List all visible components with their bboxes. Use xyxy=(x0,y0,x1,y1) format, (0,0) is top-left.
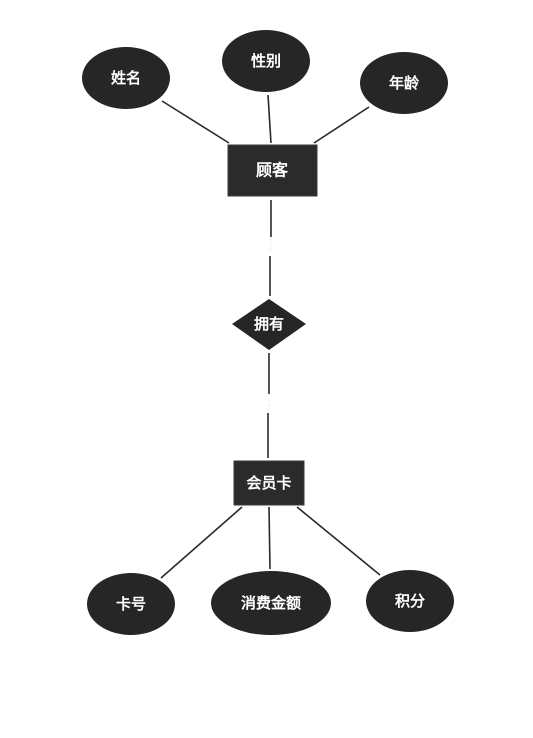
attribute-name-label: 姓名 xyxy=(111,69,141,87)
entity-customer-label: 顾客 xyxy=(256,161,289,180)
cardinality-customer: 1 xyxy=(268,242,274,253)
attribute-name: 姓名 xyxy=(82,47,170,109)
edge-age-customer xyxy=(313,106,370,144)
attribute-points: 积分 xyxy=(366,570,454,632)
attribute-age-label: 年龄 xyxy=(389,74,420,92)
attribute-card-number-label: 卡号 xyxy=(116,595,146,613)
entity-customer: 顾客 xyxy=(227,144,318,197)
edge-card-cardno xyxy=(160,506,243,579)
attribute-gender: 性别 xyxy=(222,30,310,92)
attribute-age: 年龄 xyxy=(360,52,448,114)
edge-card-points xyxy=(296,506,381,576)
attribute-spend-amount: 消费金额 xyxy=(211,571,331,635)
attribute-gender-label: 性别 xyxy=(251,52,281,70)
connector-lines xyxy=(160,94,381,579)
edge-gender-customer xyxy=(267,94,272,144)
entity-member-card: 会员卡 xyxy=(233,460,305,506)
relationship-owns-label: 拥有 xyxy=(254,315,284,333)
entity-member-card-label: 会员卡 xyxy=(246,474,291,492)
edge-name-customer xyxy=(161,100,230,144)
attribute-points-label: 积分 xyxy=(395,592,425,610)
edge-card-amount xyxy=(268,506,271,570)
cardinality-member-card: 1 xyxy=(266,399,272,410)
attribute-card-number: 卡号 xyxy=(87,573,175,635)
attribute-spend-amount-label: 消费金额 xyxy=(241,594,301,612)
relationship-owns: 拥有 xyxy=(232,299,306,350)
